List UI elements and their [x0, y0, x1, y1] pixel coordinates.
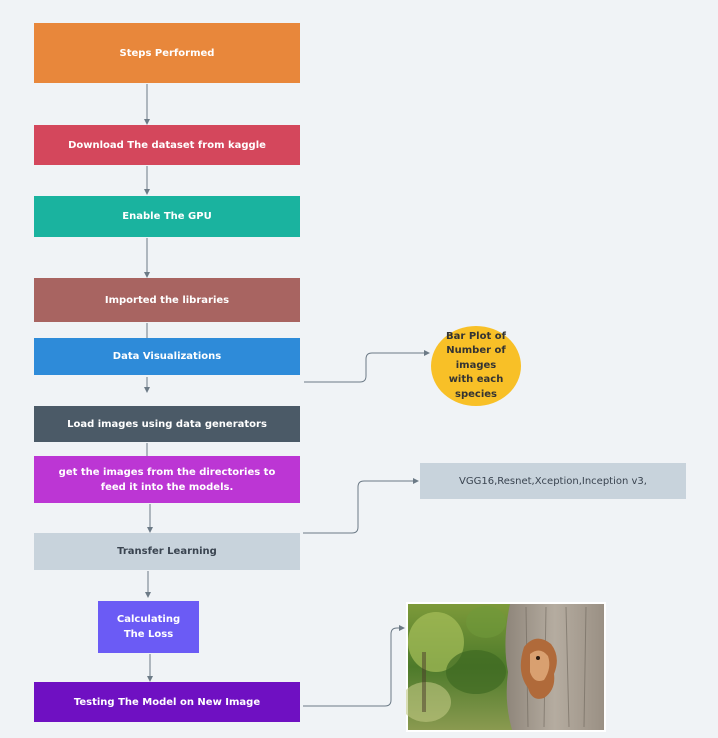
enable-gpu-box[interactable]: Enable The GPU	[34, 196, 300, 237]
download-dataset-box[interactable]: Download The dataset from kaggle	[34, 125, 300, 165]
get-images-box[interactable]: get the images from the directories to f…	[34, 456, 300, 503]
steps-performed-box[interactable]: Steps Performed	[34, 23, 300, 83]
bar-plot-circle[interactable]: Bar Plot of Number of images with each s…	[431, 326, 521, 406]
imported-libraries-box[interactable]: Imported the libraries	[34, 278, 300, 322]
calculating-loss-box[interactable]: Calculating The Loss	[98, 601, 199, 653]
transfer-learning-box[interactable]: Transfer Learning	[34, 533, 300, 570]
arrow-testing-photo	[303, 625, 405, 707]
arrow-visual-barplot	[304, 350, 430, 383]
bar-plot-label: Bar Plot of Number of images with each s…	[446, 330, 506, 400]
load-images-box[interactable]: Load images using data generators	[34, 406, 300, 442]
testing-model-box[interactable]: Testing The Model on New Image	[34, 682, 300, 722]
test-image-squirrel-on-tree	[406, 602, 606, 732]
arrow-transfer-models	[303, 478, 419, 534]
data-visualizations-box[interactable]: Data Visualizations	[34, 338, 300, 375]
models-list-box[interactable]: VGG16,Resnet,Xception,Inception v3,	[420, 463, 686, 499]
